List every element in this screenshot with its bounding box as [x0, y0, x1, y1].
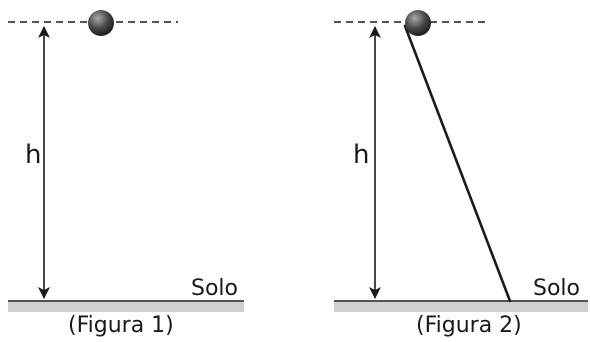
figure-1	[8, 10, 244, 312]
inclined-ramp	[403, 24, 512, 303]
height-label: h	[25, 140, 42, 170]
ground-strip	[334, 302, 588, 312]
ground-strip	[8, 302, 244, 312]
figure-caption: (Figura 2)	[416, 313, 522, 338]
figure-caption: (Figura 1)	[68, 313, 174, 338]
ground-label: Solo	[533, 276, 580, 301]
figure-2	[334, 10, 588, 312]
ball	[405, 10, 431, 36]
height-label: h	[353, 140, 370, 170]
ball	[88, 10, 114, 36]
ground-label: Solo	[191, 276, 238, 301]
